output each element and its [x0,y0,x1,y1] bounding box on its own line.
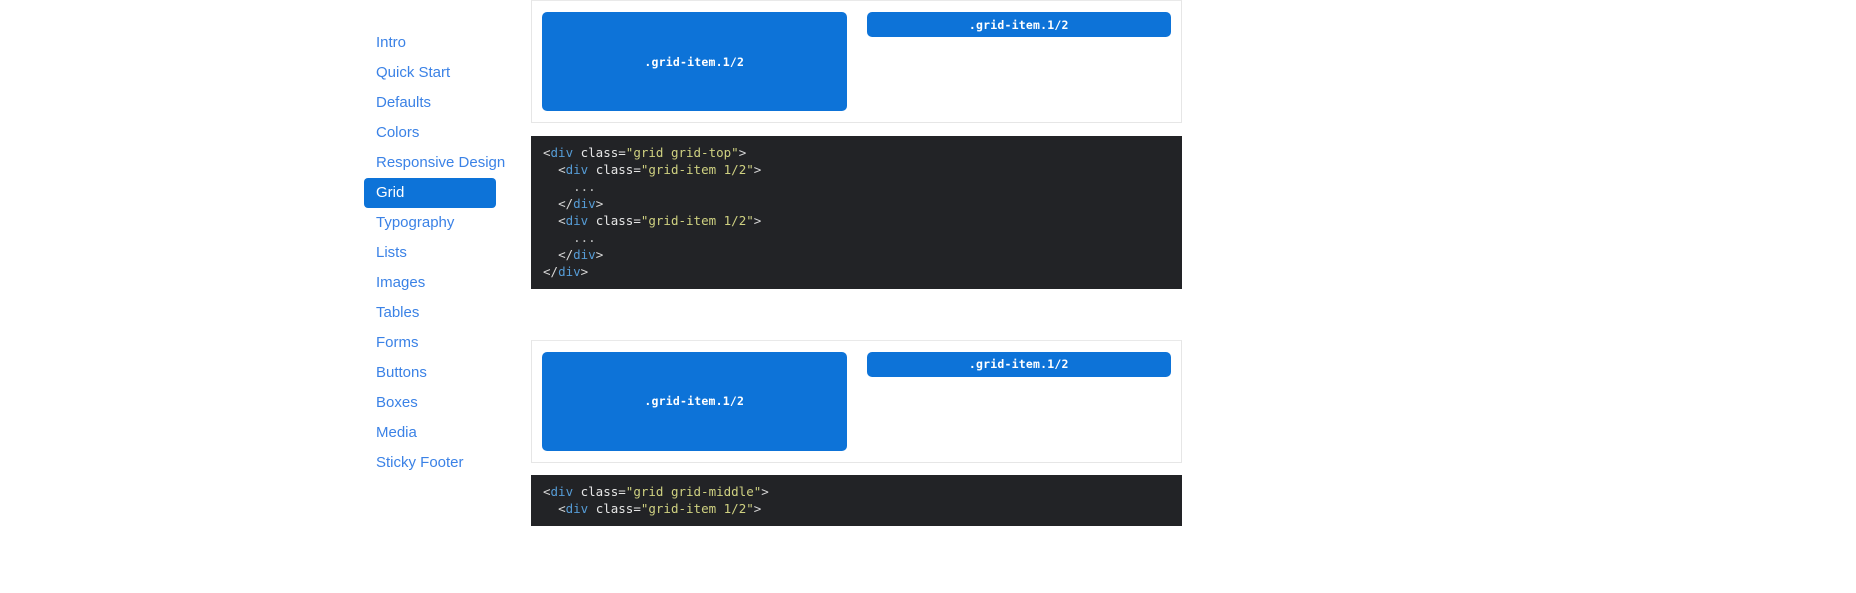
code-token-punct: > [738,144,747,160]
code-token-punct: < [543,484,551,500]
code-token-attr: class= [573,484,626,500]
sidebar-item-tables[interactable]: Tables [376,304,420,321]
grid-cell: .grid-item.1/2 [857,351,1182,377]
code-token-tag: div [550,144,574,160]
section-gap [531,302,1856,340]
grid-item-box: .grid-item.1/2 [866,12,1171,37]
code-token-punct: </ [558,247,574,263]
sidebar-item-buttons[interactable]: Buttons [376,364,427,381]
sidebar-item-quick-start[interactable]: Quick Start [376,64,451,81]
code-block-grid-top: <div class="grid grid-top"> <div class="… [531,135,1182,290]
code-line: </div> [543,195,1170,212]
grid-item-box: .grid-item.1/2 [542,351,847,451]
code-token-punct: < [558,212,566,228]
code-token-tag: div [565,501,589,517]
code-token-str: "grid grid-top" [625,144,739,160]
grid-demo-panel-grid-middle: .grid-item.1/2 .grid-item.1/2 [531,339,1182,463]
grid-row: .grid-item.1/2 .grid-item.1/2 [532,1,1181,122]
main-content: .grid-item.1/2.grid-item.1/2<div class="… [531,0,1856,593]
code-token-str: "grid-item 1/2" [640,212,754,228]
sidebar-item-images[interactable]: Images [376,274,426,291]
sidebar-item-defaults[interactable]: Defaults [376,94,432,111]
code-token-punct: </ [543,264,559,280]
code-token-str: "grid-item 1/2" [640,501,754,517]
code-line: </div> [543,246,1170,263]
code-line: <div class="grid-item 1/2"> [543,500,1170,517]
sidebar-item-lists[interactable]: Lists [376,244,407,261]
code-token-punct: > [580,264,589,280]
sidebar-item-grid[interactable]: Grid [364,178,496,208]
grid-cell: .grid-item.1/2 [532,12,857,111]
code-token-str: "grid grid-middle" [625,484,762,500]
code-token-tag: div [565,212,589,228]
sidebar-item-forms[interactable]: Forms [376,334,419,351]
code-token-punct: > [761,484,769,500]
grid-cell: .grid-item.1/2 [532,351,857,451]
grid-item-box: .grid-item.1/2 [866,351,1171,377]
code-token-punct: > [595,247,604,263]
sidebar-item-boxes[interactable]: Boxes [376,394,418,411]
sidebar-item-media[interactable]: Media [376,424,417,441]
code-line: ... [543,178,1170,195]
code-token-attr: class= [588,212,641,228]
code-token-tag: div [573,195,596,211]
code-token-tag: div [573,247,596,263]
sidebar-item-sticky-footer[interactable]: Sticky Footer [376,454,464,471]
code-token-attr: class= [588,161,641,177]
grid-demo-panel-grid-top: .grid-item.1/2 .grid-item.1/2 [531,0,1182,123]
code-token-tag: div [550,484,574,500]
code-token-dots: ... [573,229,596,245]
sidebar-item-intro[interactable]: Intro [376,34,407,51]
sidebar-item-responsive-design[interactable]: Responsive Design [376,154,506,171]
code-token-punct: </ [558,195,574,211]
code-token-punct: > [595,195,604,211]
code-line: ... [543,229,1170,246]
code-token-tag: div [558,264,581,280]
code-token-dots: ... [573,178,596,194]
grid-row: .grid-item.1/2 .grid-item.1/2 [532,341,1181,462]
grid-cell: .grid-item.1/2 [857,12,1182,37]
sidebar-item-typography[interactable]: Typography [376,214,455,231]
code-token-punct: < [543,144,551,160]
code-line: <div class="grid grid-top"> [543,144,1170,161]
code-line: </div> [543,263,1170,280]
code-line: <div class="grid-item 1/2"> [543,212,1170,229]
code-block-grid-middle: <div class="grid grid-middle"> <div clas… [531,475,1182,527]
code-token-tag: div [565,161,589,177]
code-token-punct: < [558,501,566,517]
code-line: <div class="grid grid-middle"> [543,483,1170,500]
code-token-attr: class= [573,144,626,160]
code-token-punct: > [753,501,762,517]
sidebar-item-colors[interactable]: Colors [376,124,420,141]
code-token-punct: > [753,212,762,228]
code-token-attr: class= [588,501,641,517]
code-token-str: "grid-item 1/2" [640,161,754,177]
grid-item-box: .grid-item.1/2 [542,12,847,111]
code-token-punct: > [753,161,762,177]
code-line: <div class="grid-item 1/2"> [543,161,1170,178]
code-token-punct: < [558,161,566,177]
